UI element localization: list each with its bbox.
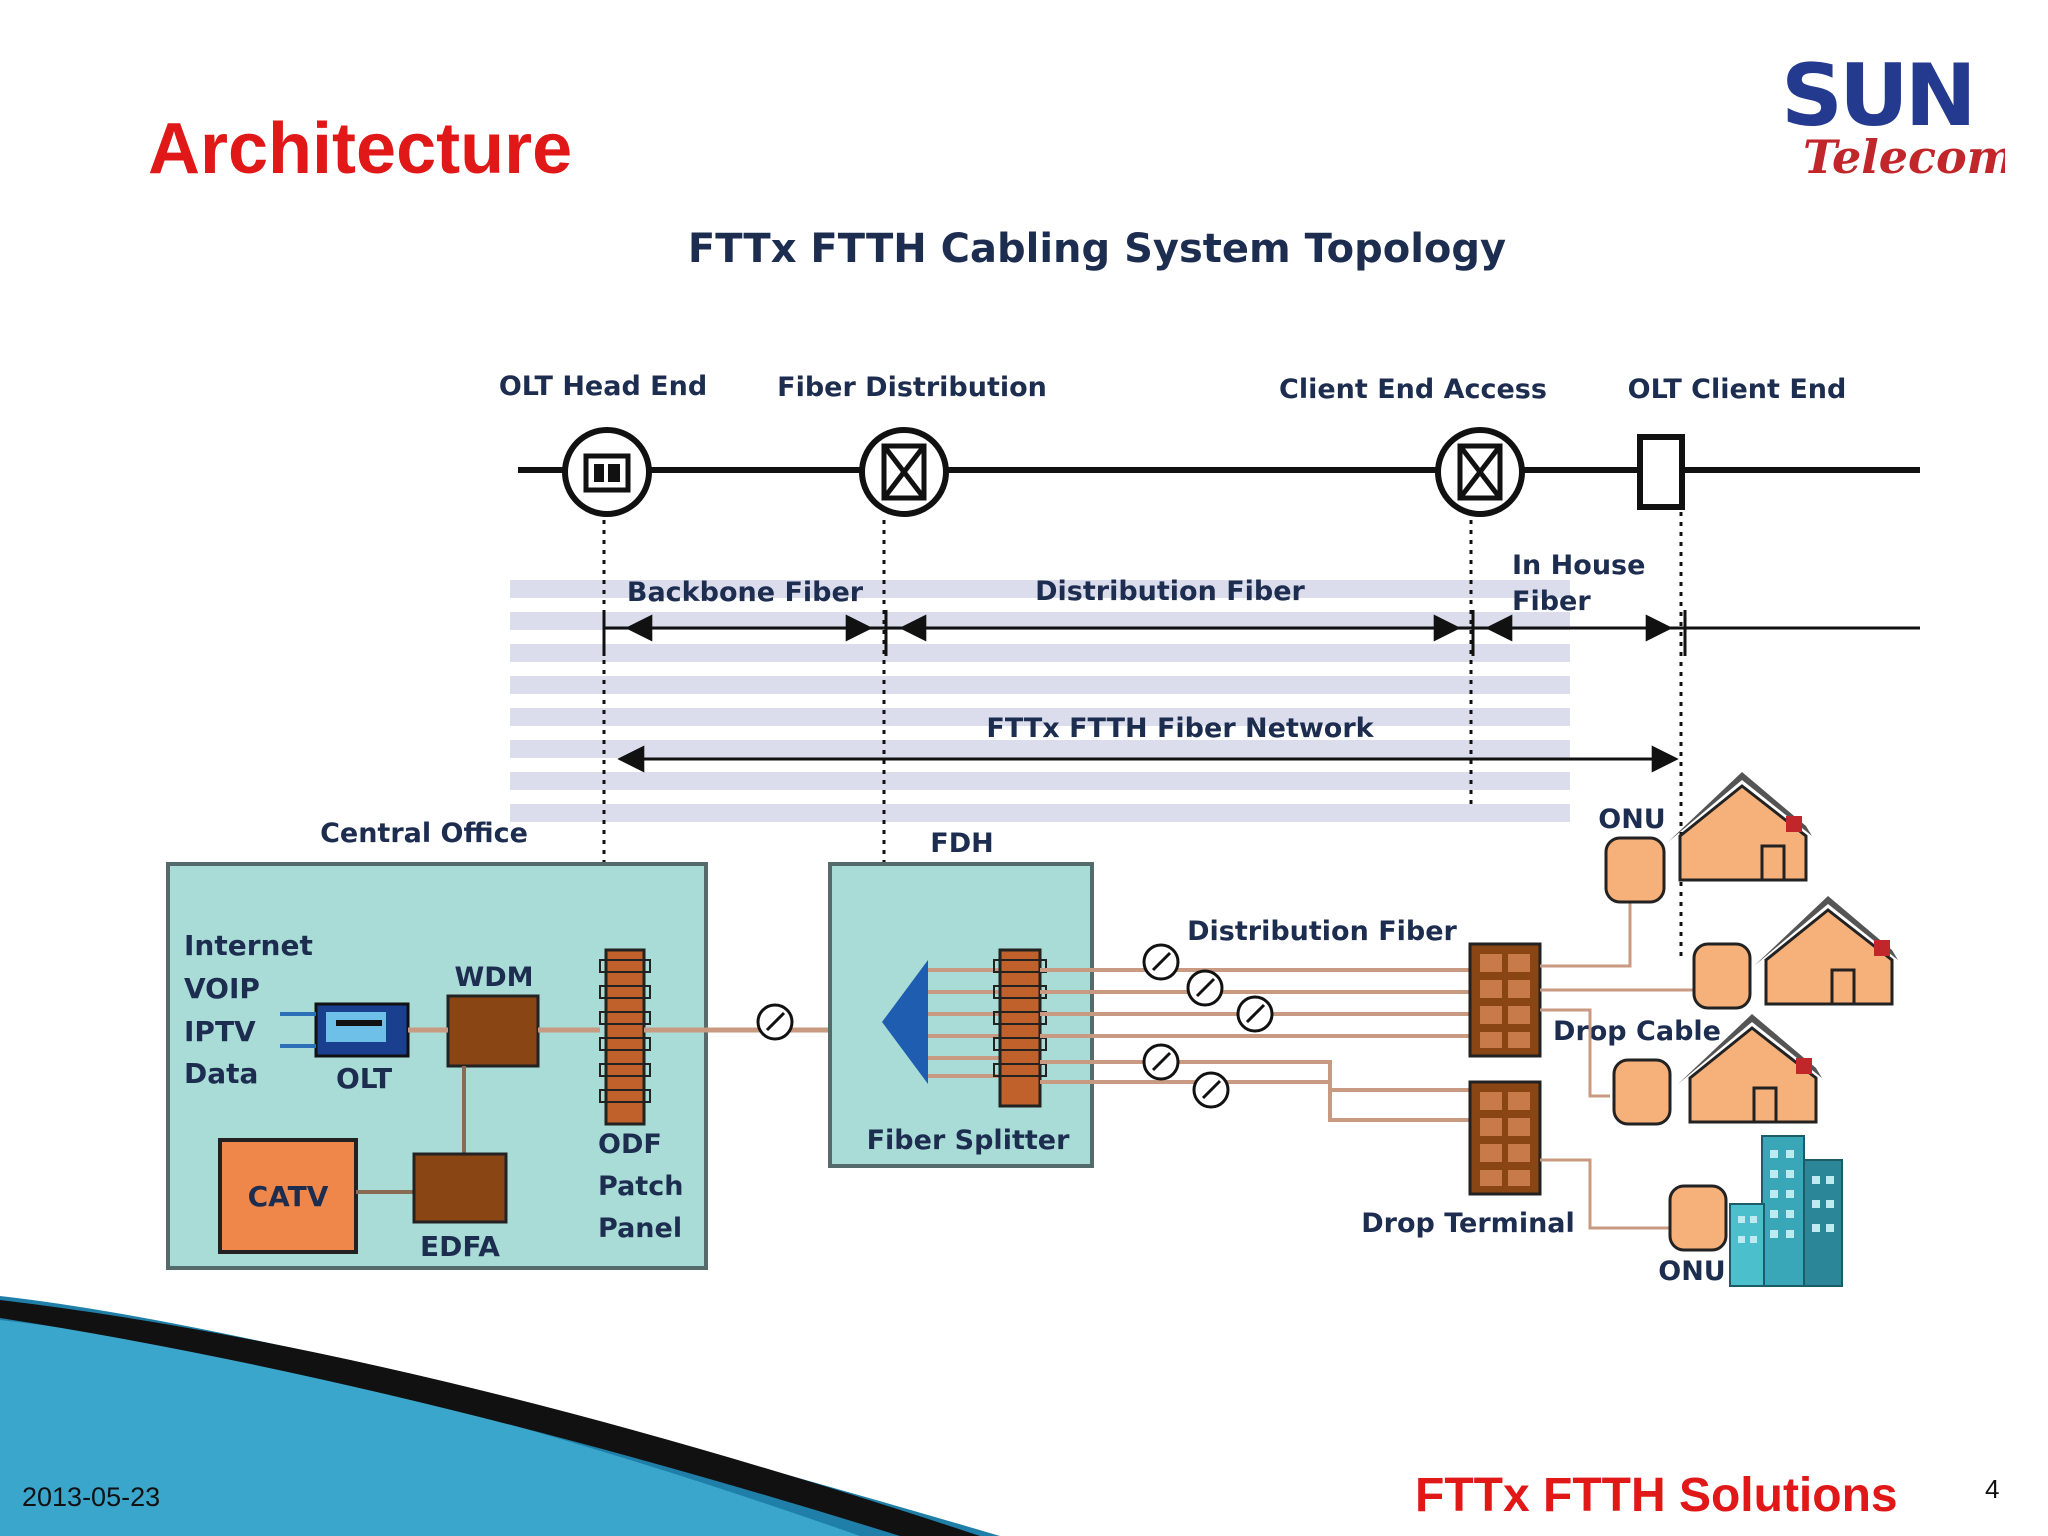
olt-head-end-node — [562, 427, 652, 517]
label-central-office: Central Office — [320, 818, 528, 849]
label-olt: OLT — [336, 1062, 392, 1095]
label-onu-top: ONU — [1598, 804, 1665, 835]
edfa-device — [412, 1152, 508, 1224]
label-onu-bottom: ONU — [1658, 1256, 1725, 1287]
splitter-outputs — [928, 968, 1000, 1078]
onu-icon-3 — [1612, 1058, 1672, 1126]
label-fdh: FDH — [930, 828, 993, 859]
label-edfa: EDFA — [420, 1230, 500, 1263]
service-voip: VOIP — [184, 972, 260, 1005]
label-odf-2: Patch — [598, 1171, 683, 1202]
wdm-device — [446, 994, 540, 1068]
drop-cable-lines — [1540, 900, 1700, 1230]
label-in-house-1: In House — [1512, 550, 1645, 581]
drop-terminal-lower — [1468, 1080, 1542, 1196]
footer-date: 2013-05-23 — [22, 1482, 161, 1512]
label-odf-1: ODF — [598, 1129, 662, 1160]
label-client-end-access: Client End Access — [1279, 374, 1547, 405]
label-catv: CATV — [248, 1180, 329, 1213]
label-drop-cable: Drop Cable — [1553, 1016, 1721, 1047]
fdh-patch-panel — [993, 948, 1047, 1108]
odf-patch-panel — [599, 948, 651, 1126]
label-drop-terminal: Drop Terminal — [1361, 1208, 1575, 1239]
house-icon-2 — [1754, 896, 1898, 1006]
label-backbone-fiber: Backbone Fiber — [627, 577, 864, 608]
label-olt-client-end: OLT Client End — [1628, 374, 1847, 405]
label-distribution-fiber-field: Distribution Fiber — [1187, 916, 1457, 947]
onu-icon-1 — [1604, 836, 1666, 904]
meter-icon-backbone — [756, 1003, 794, 1041]
building-icon — [1729, 1135, 1843, 1287]
label-odf-3: Panel — [598, 1213, 682, 1244]
slide-title: Architecture — [148, 109, 573, 189]
meter-icons-distribution — [1142, 943, 1274, 1109]
olt-client-end-node — [1637, 434, 1685, 510]
splitter-icon — [882, 960, 928, 1084]
client-end-access-node — [1435, 427, 1525, 517]
catv-device — [218, 1138, 358, 1254]
olt-device — [280, 1002, 410, 1058]
onu-icon-4 — [1668, 1184, 1728, 1252]
watermark — [510, 580, 1570, 822]
logo-telecom-text: Telecom — [1803, 130, 2005, 184]
footer-title: FTTx FTTH Solutions — [1415, 1469, 1898, 1522]
label-fiber-distribution: Fiber Distribution — [777, 372, 1047, 403]
label-distribution-fiber-span: Distribution Fiber — [1035, 576, 1305, 607]
house-icon-1 — [1668, 772, 1812, 882]
label-in-house-2: Fiber — [1512, 586, 1591, 617]
decorative-swoosh — [0, 1296, 1000, 1536]
logo-sun-text: SUN — [1781, 46, 1973, 146]
label-wdm: WDM — [454, 962, 533, 993]
fiber-distribution-node — [859, 427, 949, 517]
service-internet: Internet — [184, 929, 313, 962]
onu-icon-2 — [1692, 942, 1752, 1010]
label-fiber-network: FTTx FTTH Fiber Network — [986, 713, 1374, 744]
service-data: Data — [184, 1057, 258, 1090]
service-iptv: IPTV — [184, 1015, 256, 1048]
sun-telecom-logo: SUN Telecom — [1781, 46, 2005, 184]
house-icon-3 — [1678, 1014, 1822, 1124]
drop-terminal-upper — [1468, 942, 1542, 1058]
page-number: 4 — [1985, 1474, 2000, 1504]
diagram-title: FTTx FTTH Cabling System Topology — [688, 226, 1506, 272]
label-fiber-splitter: Fiber Splitter — [867, 1125, 1070, 1156]
span-arrows — [602, 610, 1920, 656]
distribution-fiber-lines — [1040, 968, 1470, 1122]
label-olt-head-end: OLT Head End — [499, 371, 707, 402]
